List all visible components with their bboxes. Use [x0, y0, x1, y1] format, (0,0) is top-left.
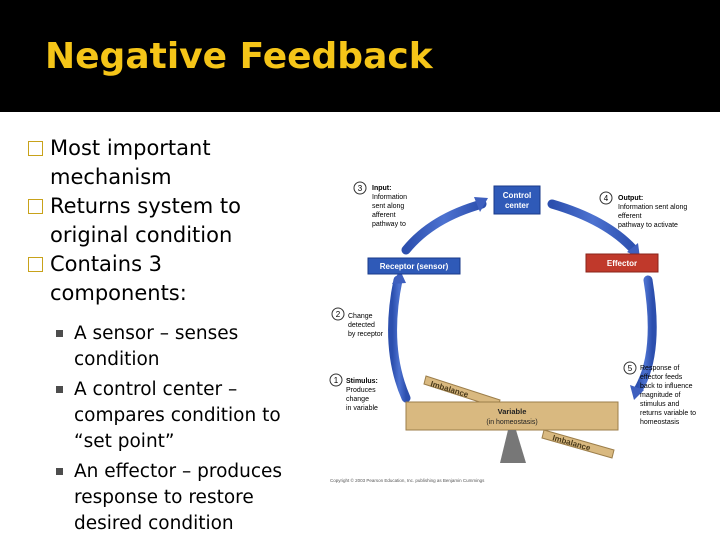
- step4-label: pathway to activate: [618, 222, 678, 229]
- square-bullet-icon: [56, 468, 63, 475]
- step2-label: detected: [348, 322, 375, 329]
- bullet-line: Returns system to: [50, 194, 241, 218]
- checkbox-bullet-icon: [28, 199, 43, 214]
- sub-bullet-item: A control center – compares condition to…: [28, 377, 328, 455]
- sub-bullet-item: An effector – produces response to resto…: [28, 459, 328, 537]
- bullet-line: Most important: [50, 136, 211, 160]
- slide-title: Negative Feedback: [45, 36, 433, 77]
- effector-box: [585, 253, 659, 273]
- square-bullet-icon: [56, 330, 63, 337]
- imbalance-label: Imbalance: [429, 379, 470, 399]
- bullet-line: Contains 3: [50, 252, 163, 276]
- step-number: 1: [334, 376, 339, 385]
- bullet-item: Returns system to original condition: [28, 192, 328, 250]
- variable-label: (in homeostasis): [486, 419, 537, 426]
- feedback-loop-diagram: Control center Receptor (sensor) Effecto…: [322, 168, 720, 498]
- step1-label: in variable: [346, 405, 378, 412]
- control-center-label: center: [505, 201, 529, 210]
- bullet-line: components:: [50, 281, 187, 305]
- sub-bullet-item: A sensor – senses condition: [28, 321, 328, 373]
- step2-label: by receptor: [348, 331, 384, 338]
- control-center-box: [493, 185, 541, 215]
- sub-bullet-line: desired condition: [74, 513, 234, 534]
- variable-label: Variable: [498, 407, 527, 416]
- step1-label: change: [346, 396, 369, 403]
- step-number-circle: [329, 373, 343, 387]
- bullet-line: mechanism: [50, 165, 172, 189]
- receptor-box: [367, 257, 461, 275]
- arrowhead-icon: [392, 270, 406, 284]
- step-number: 4: [604, 194, 609, 203]
- step-number-circle: [331, 307, 345, 321]
- fulcrum-icon: [500, 430, 526, 463]
- checkbox-bullet-icon: [28, 141, 43, 156]
- step5-label: stimulus and: [640, 401, 679, 408]
- step-number-circle: [353, 181, 367, 195]
- step5-label: returns variable to: [640, 410, 696, 417]
- step-number: 5: [628, 364, 633, 373]
- bullet-list: Most important mechanism Returns system …: [28, 134, 328, 537]
- sub-bullet-line: A sensor – senses: [74, 323, 239, 344]
- copyright-text: Copyright © 2003 Pearson Education, Inc.…: [330, 477, 485, 483]
- bullet-item: Contains 3 components:: [28, 250, 328, 308]
- effector-label: Effector: [607, 259, 637, 268]
- step-number-circle: [599, 191, 613, 205]
- step4-label: efferent: [618, 213, 642, 220]
- square-bullet-icon: [56, 386, 63, 393]
- step3-label: sent along: [372, 203, 404, 210]
- receptor-label: Receptor (sensor): [380, 262, 449, 271]
- step3-label: afferent: [372, 212, 396, 219]
- sub-bullet-line: compares condition to: [74, 405, 281, 426]
- step5-label: back to influence: [640, 383, 693, 390]
- step4-label: Information sent along: [618, 204, 687, 211]
- title-bar: Negative Feedback: [0, 0, 720, 112]
- step3-label: pathway to: [372, 221, 406, 228]
- step5-label: homeostasis: [640, 419, 680, 426]
- bullet-line: original condition: [50, 223, 233, 247]
- step-number: 2: [336, 310, 341, 319]
- control-center-label: Control: [503, 191, 531, 200]
- sub-bullet-line: A control center –: [74, 379, 238, 400]
- step4-label: Output:: [618, 195, 643, 202]
- arrowhead-icon: [474, 197, 488, 212]
- arrowhead-icon: [630, 385, 644, 400]
- step5-label: effector feeds: [640, 374, 683, 381]
- step-number-circle: [623, 361, 637, 375]
- sub-bullet-line: “set point”: [74, 431, 175, 452]
- variable-plank: [405, 401, 619, 431]
- step5-label: magnitude of: [640, 392, 681, 399]
- sub-bullet-line: response to restore: [74, 487, 254, 508]
- bullet-item: Most important mechanism: [28, 134, 328, 192]
- arc-right-lower: [633, 275, 657, 395]
- arc-left-lower: [388, 275, 411, 403]
- step1-label: Stimulus:: [346, 378, 378, 385]
- arc-left-upper: [401, 199, 487, 255]
- step3-label: Input:: [372, 185, 391, 192]
- step2-label: Change: [348, 313, 373, 320]
- step3-label: Information: [372, 194, 407, 201]
- step-number: 3: [358, 184, 363, 193]
- step5-label: Response of: [640, 365, 679, 372]
- sub-bullet-line: condition: [74, 349, 160, 370]
- imbalance-label: Imbalance: [551, 433, 592, 453]
- sub-bullet-line: An effector – produces: [74, 461, 283, 482]
- step1-label: Produces: [346, 387, 376, 394]
- checkbox-bullet-icon: [28, 257, 43, 272]
- arc-right-upper: [547, 199, 639, 255]
- imbalance-plank-right: [541, 429, 615, 459]
